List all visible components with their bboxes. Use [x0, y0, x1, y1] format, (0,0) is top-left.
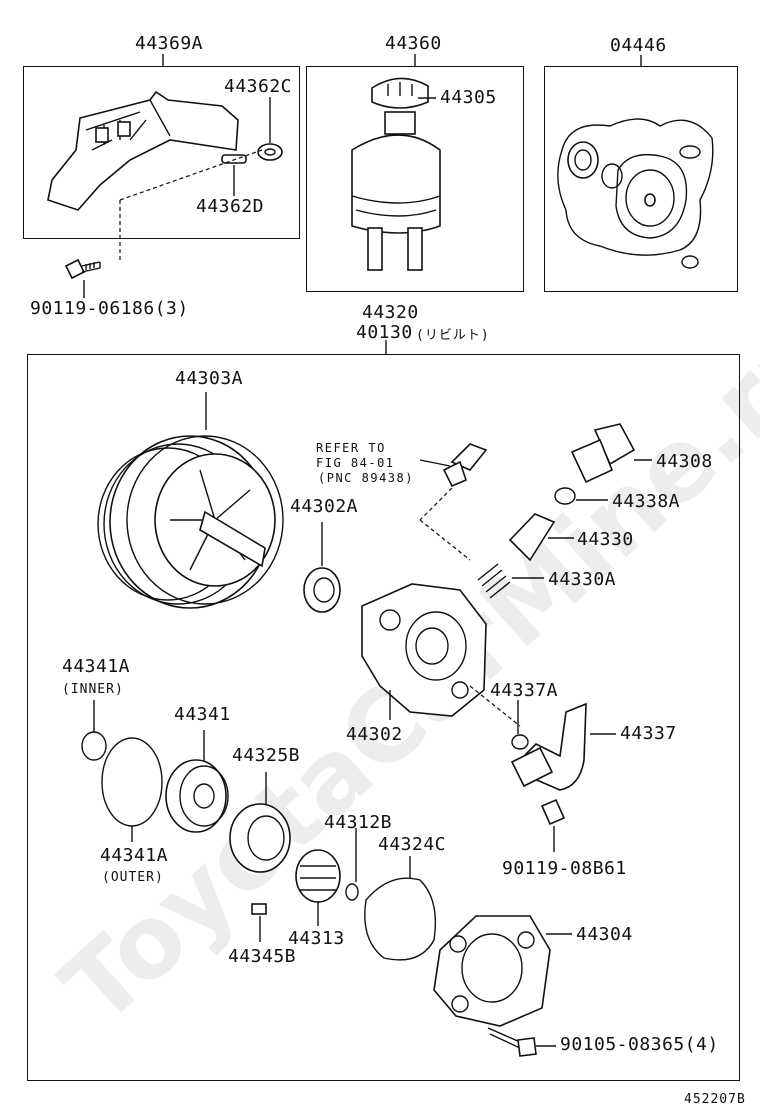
- collar-part: [221, 154, 247, 164]
- label-pulley: 44303A: [175, 368, 244, 389]
- bearing-part: [303, 567, 341, 613]
- label-reservoir-assy: 44360: [385, 33, 442, 54]
- gasket-kit-box: [544, 66, 738, 292]
- bracket-part: [47, 90, 239, 211]
- label-flow-valve: 44330: [577, 529, 634, 550]
- snap-ring-part: [345, 883, 359, 901]
- spring-part: [477, 563, 511, 599]
- o-ring-plug-part: [554, 487, 576, 505]
- label-cam-plate: 44341: [174, 704, 231, 725]
- label-vane-plate: 44345B: [228, 946, 297, 967]
- label-cover-gasket: 44324C: [378, 834, 447, 855]
- vane-plate-part: [251, 903, 267, 915]
- label-gasket-kit: 04446: [610, 35, 667, 56]
- label-inner-note: (INNER): [62, 682, 124, 697]
- label-bushing: 44362C: [224, 76, 293, 97]
- label-bracket-bolt: 90119-06186(3): [30, 298, 189, 319]
- label-rear-cover: 44304: [576, 924, 633, 945]
- union-part: [510, 702, 587, 791]
- pump-group-box: [27, 354, 740, 1081]
- flow-valve-part: [508, 513, 556, 562]
- label-plug: 44308: [656, 451, 713, 472]
- gasket-kit-part: [557, 118, 714, 269]
- label-snap-ring: 44312B: [324, 812, 393, 833]
- bracket-bolt-part: [64, 258, 101, 280]
- o-ring-inner-part: [81, 731, 107, 761]
- reservoir-group-box: [306, 66, 524, 292]
- label-refer-line2: FIG 84-01: [316, 456, 395, 470]
- label-refer-line3: (PNC 89438): [318, 471, 414, 485]
- label-pump-assy-rebuilt: 40130: [356, 322, 413, 343]
- label-union: 44337: [620, 723, 677, 744]
- pressure-switch-part: [442, 443, 488, 488]
- bushing-part: [257, 143, 283, 161]
- label-rebuilt-note: (リビルト): [416, 328, 490, 343]
- bracket-group-box: [23, 66, 300, 239]
- label-cam-ring: 44325B: [232, 745, 301, 766]
- label-collar: 44362D: [196, 196, 265, 217]
- label-housing: 44302: [346, 724, 403, 745]
- label-union-bolt: 90119-08B61: [502, 858, 627, 879]
- cam-plate-part: [165, 759, 229, 833]
- label-bearing: 44302A: [290, 496, 359, 517]
- rear-cover-part: [433, 915, 551, 1027]
- reservoir-part: [351, 77, 441, 271]
- label-rotor: 44313: [288, 928, 345, 949]
- label-o-ring-inner: 44341A: [62, 656, 131, 677]
- figure-number: 452207B: [684, 1092, 746, 1107]
- plug-part: [570, 423, 636, 484]
- label-spring: 44330A: [548, 569, 617, 590]
- label-refer-line1: REFER TO: [316, 441, 386, 455]
- o-ring-outer-part: [101, 737, 163, 827]
- label-pump-assy: 44320: [362, 302, 419, 323]
- o-ring-union-part: [511, 734, 529, 750]
- label-o-ring-plug: 44338A: [612, 491, 681, 512]
- label-reservoir-cap: 44305: [440, 87, 497, 108]
- cover-gasket-part: [364, 877, 437, 961]
- label-bracket-assy: 44369A: [135, 33, 204, 54]
- union-bolt-part: [540, 798, 566, 826]
- cover-bolt-part: [487, 1027, 537, 1057]
- label-o-ring-union: 44337A: [490, 680, 559, 701]
- label-outer-note: (OUTER): [102, 870, 164, 885]
- label-o-ring-outer: 44341A: [100, 845, 169, 866]
- label-cover-bolt: 90105-08365(4): [560, 1034, 719, 1055]
- cam-ring-part: [229, 803, 291, 873]
- rotor-part: [295, 849, 341, 903]
- pump-housing-part: [361, 583, 487, 717]
- pulley-part: [97, 435, 284, 609]
